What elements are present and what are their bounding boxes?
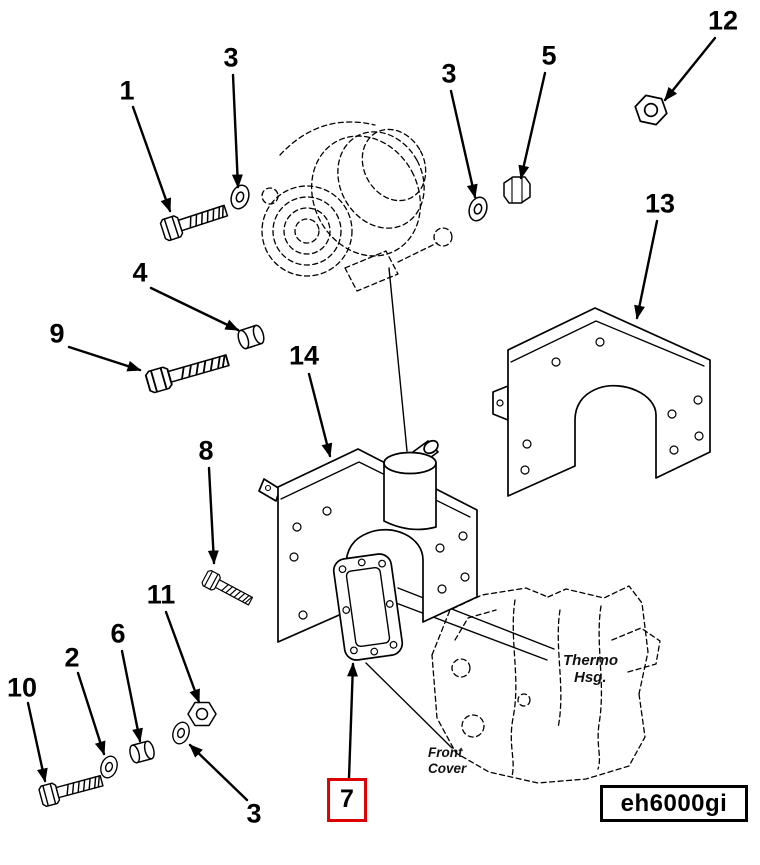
part-4-spacer xyxy=(235,323,267,351)
alternator-ghost xyxy=(261,121,453,292)
callout-12[interactable]: 12 xyxy=(707,5,739,36)
arrow-9 xyxy=(67,345,142,372)
arrow-3a xyxy=(231,73,243,189)
callout-10[interactable]: 10 xyxy=(6,672,38,703)
callout-arrows xyxy=(26,36,717,802)
label-thermo-line2: Hsg. xyxy=(574,669,607,687)
arrow-11 xyxy=(164,610,201,704)
callout-5[interactable]: 5 xyxy=(541,40,557,71)
front-cover-ghost xyxy=(431,585,661,784)
arrow-13 xyxy=(634,219,659,320)
arrow-3b xyxy=(449,89,478,199)
arrow-8 xyxy=(207,466,219,565)
part-1-bolt xyxy=(158,199,230,243)
callout-4[interactable]: 4 xyxy=(132,257,148,288)
label-front-line1: Front xyxy=(428,745,463,760)
figure-code-box: eh6000gi xyxy=(600,785,748,822)
part-9-bolt xyxy=(144,348,232,395)
callout-3-upper-left[interactable]: 3 xyxy=(223,42,239,73)
part-12-nut xyxy=(631,92,671,128)
part-3-washer-c xyxy=(169,719,193,747)
callout-9[interactable]: 9 xyxy=(49,318,65,349)
label-front-line2: Cover xyxy=(428,760,467,776)
part-13-bracket xyxy=(492,307,711,497)
callout-14[interactable]: 14 xyxy=(288,340,320,371)
figure-code: eh6000gi xyxy=(620,789,728,817)
callout-7[interactable]: 7 xyxy=(340,785,354,813)
arrow-5 xyxy=(518,71,547,180)
part-5-nut xyxy=(503,176,531,204)
arrow-1 xyxy=(131,105,172,213)
callout-3-upper-right[interactable]: 3 xyxy=(441,58,457,89)
part-14-bracket xyxy=(258,439,478,643)
callout-3-lower[interactable]: 3 xyxy=(246,798,262,829)
callout-11[interactable]: 11 xyxy=(146,579,176,610)
label-front-cover: Front Cover xyxy=(428,745,466,776)
label-thermo-line1: Thermo xyxy=(563,652,619,669)
part-2-washer xyxy=(97,753,121,781)
part-11-nut xyxy=(187,701,217,727)
arrow-7 xyxy=(347,662,359,780)
part-3-washer-a xyxy=(227,182,253,212)
part-7-gasket xyxy=(332,553,404,661)
part-8-bolt xyxy=(200,568,256,610)
callout-1[interactable]: 1 xyxy=(119,75,135,106)
callout-6[interactable]: 6 xyxy=(110,618,126,649)
callout-7-highlight-box[interactable]: 7 xyxy=(327,778,367,822)
bracket-tube xyxy=(383,439,439,531)
arrow-3c xyxy=(188,743,249,802)
part-6-spacer xyxy=(127,739,157,765)
arrow-12 xyxy=(663,36,717,102)
arrow-6 xyxy=(120,649,143,743)
part-10-bolt xyxy=(37,769,105,808)
arrow-14 xyxy=(307,372,333,458)
callout-8[interactable]: 8 xyxy=(198,435,214,466)
arrow-10 xyxy=(26,701,48,783)
arrow-2 xyxy=(76,671,106,756)
label-thermo-housing: Thermo Hsg. xyxy=(563,652,618,687)
part-3-washer-b xyxy=(465,194,491,224)
callout-2[interactable]: 2 xyxy=(64,642,80,673)
arrow-4 xyxy=(149,286,240,332)
fasteners xyxy=(37,92,671,808)
callout-13[interactable]: 13 xyxy=(644,188,676,219)
